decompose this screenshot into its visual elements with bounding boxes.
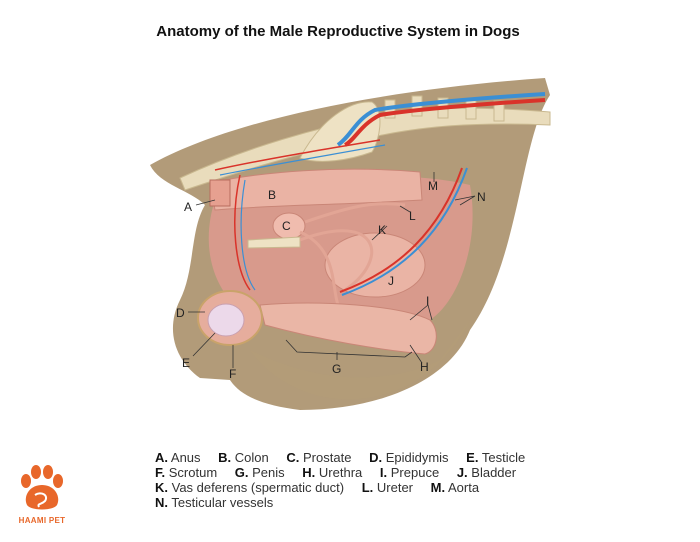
- pelvic-vessels-vein: [219, 144, 386, 291]
- penis: [259, 302, 437, 355]
- ureter: [304, 202, 406, 224]
- legend-item: I. Prepuce: [379, 465, 440, 480]
- vena-cava: [336, 92, 546, 147]
- legend-item: K. Vas deferens (spermatic duct): [155, 480, 345, 495]
- bladder: [324, 232, 426, 298]
- legend-item: C. Prostate: [286, 450, 352, 465]
- legend-item: L. Ureter: [361, 480, 414, 495]
- label-d: D: [176, 306, 185, 320]
- label-c: C: [282, 219, 291, 233]
- label-j: J: [388, 274, 394, 288]
- pelvic-bone: [247, 236, 301, 249]
- label-a: A: [184, 200, 192, 214]
- legend-item: J. Bladder: [456, 465, 517, 480]
- brand-name: HAAMI PET: [18, 516, 66, 525]
- diagram-labels: A B C D E F G H I J K L M N: [176, 179, 486, 381]
- legend-row: K. Vas deferens (spermatic duct) L. Uret…: [155, 480, 539, 495]
- testicular-vessels-vein: [341, 167, 468, 296]
- anus: [209, 179, 231, 207]
- diagram-title: Anatomy of the Male Reproductive System …: [156, 23, 520, 40]
- legend: A. Anus B. Colon C. Prostate D. Epididym…: [155, 450, 539, 510]
- paw-icon: [21, 465, 63, 510]
- vas-deferens: [299, 229, 373, 311]
- colon: [209, 168, 423, 211]
- legend-item: M. Aorta: [430, 480, 480, 495]
- legend-item: E. Testicle: [466, 450, 526, 465]
- label-e: E: [182, 356, 190, 370]
- pelvic-vessels: [214, 139, 381, 291]
- label-m: M: [428, 179, 438, 193]
- label-f: F: [229, 367, 236, 381]
- label-h: H: [420, 360, 429, 374]
- testicular-vessels: [339, 167, 463, 293]
- label-i: I: [426, 294, 429, 308]
- label-n: N: [477, 190, 486, 204]
- legend-item: D. Epididymis: [369, 450, 449, 465]
- label-l: L: [409, 209, 416, 223]
- brand-logo: HAAMI PET: [16, 465, 68, 525]
- legend-row: F. Scrotum G. Penis H. Urethra I. Prepuc…: [155, 465, 539, 480]
- pelvis: [299, 101, 381, 162]
- belly-fur: [250, 320, 470, 400]
- legend-item: G. Penis: [234, 465, 285, 480]
- legend-item: H. Urethra: [302, 465, 363, 480]
- legend-row: N. Testicular vessels: [155, 495, 539, 510]
- testicle: [207, 303, 245, 337]
- leader-lines: [188, 172, 476, 368]
- label-g: G: [332, 362, 341, 376]
- legend-item: N. Testicular vessels: [155, 495, 274, 510]
- label-k: K: [378, 223, 386, 237]
- legend-item: A. Anus: [155, 450, 201, 465]
- aorta: [343, 98, 546, 147]
- legend-row: A. Anus B. Colon C. Prostate D. Epididym…: [155, 450, 539, 465]
- legend-item: F. Scrotum: [155, 465, 218, 480]
- legend-item: B. Colon: [218, 450, 269, 465]
- label-b: B: [268, 188, 276, 202]
